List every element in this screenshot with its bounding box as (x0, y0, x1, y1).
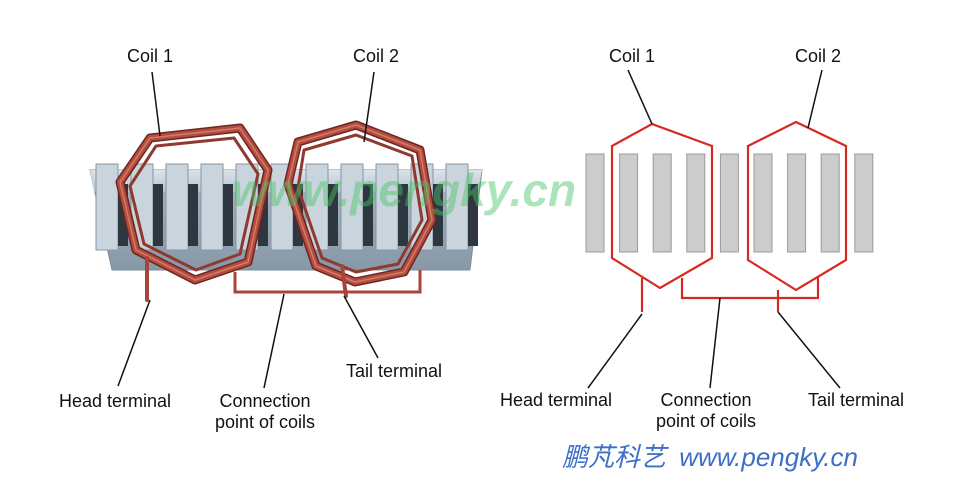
stator-tooth (95, 163, 119, 251)
stator-slot-gap (363, 184, 373, 246)
left-connection-label-line1: Connection (219, 391, 310, 411)
coil-2-winding (283, 120, 437, 287)
left-tail-terminal-label: Tail terminal (346, 361, 442, 381)
stator-slot-gap (153, 184, 163, 246)
connection-wire (233, 270, 422, 294)
connection-leader (263, 293, 285, 389)
stator-slot-gap (398, 184, 408, 246)
tail-terminal-leader (343, 295, 379, 359)
slot-rectangle (585, 153, 605, 253)
right-connection-label-line1: Connection (660, 390, 751, 410)
right-tail-terminal-label: Tail terminal (808, 390, 904, 410)
right-connection-leader (709, 297, 721, 389)
stator-tooth (200, 163, 224, 251)
schematic-diagram: Coil 1 Coil 2 Head terminal Connection p… (500, 46, 904, 431)
stator-slot-gap (468, 184, 478, 246)
right-tail-terminal-leader (777, 311, 841, 389)
stator-slot-gap (328, 184, 338, 246)
left-head-terminal-label: Head terminal (59, 391, 171, 411)
right-head-terminal-leader (587, 313, 643, 389)
coil-1-winding (115, 123, 273, 285)
right-connection-label-line2: point of coils (656, 411, 756, 431)
left-coil-2-label: Coil 2 (353, 46, 399, 66)
watermark-text: www.pengky.cn (232, 164, 576, 216)
right-coil-2-label: Coil 2 (795, 46, 841, 66)
slot-rectangle (820, 153, 840, 253)
left-connection-label-line2: point of coils (215, 412, 315, 432)
stator-slot-gap (258, 184, 268, 246)
coil-2-leader (363, 71, 375, 143)
brand-chinese: 鹏芃科艺 (562, 442, 669, 472)
stator-tooth (165, 163, 189, 251)
slot-rectangle (787, 153, 807, 253)
slot-rectangle (652, 153, 672, 253)
connection-point-wire (680, 278, 780, 300)
tail-terminal-wire (776, 276, 820, 312)
stator-slot-gap (223, 184, 233, 246)
coil-1-leader (151, 71, 161, 137)
brand-url: www.pengky.cn (679, 442, 858, 472)
slot-rectangle (686, 153, 706, 253)
right-coil-1-leader (627, 69, 653, 125)
stator-slot-gap (188, 184, 198, 246)
brand-footer: 鹏芃科艺 www.pengky.cn (562, 442, 858, 472)
right-head-terminal-label: Head terminal (500, 390, 612, 410)
stator-slot-gap (433, 184, 443, 246)
slot-rectangle (854, 153, 874, 253)
right-coil-1-label: Coil 1 (609, 46, 655, 66)
head-terminal-leader (117, 299, 151, 387)
right-coil-2-leader (807, 69, 823, 129)
coil-2-outline (746, 120, 848, 292)
slot-rectangle (753, 153, 773, 253)
stator-slot-gap (118, 184, 128, 246)
stator-teeth (95, 163, 478, 251)
stator-slots (585, 153, 874, 253)
tail-terminal-lead (340, 264, 348, 298)
left-coil-1-label: Coil 1 (127, 46, 173, 66)
slot-rectangle (719, 153, 739, 253)
stator-3d-illustration: Coil 1 Coil 2 Head terminal Connection p… (59, 46, 483, 432)
slot-rectangle (619, 153, 639, 253)
